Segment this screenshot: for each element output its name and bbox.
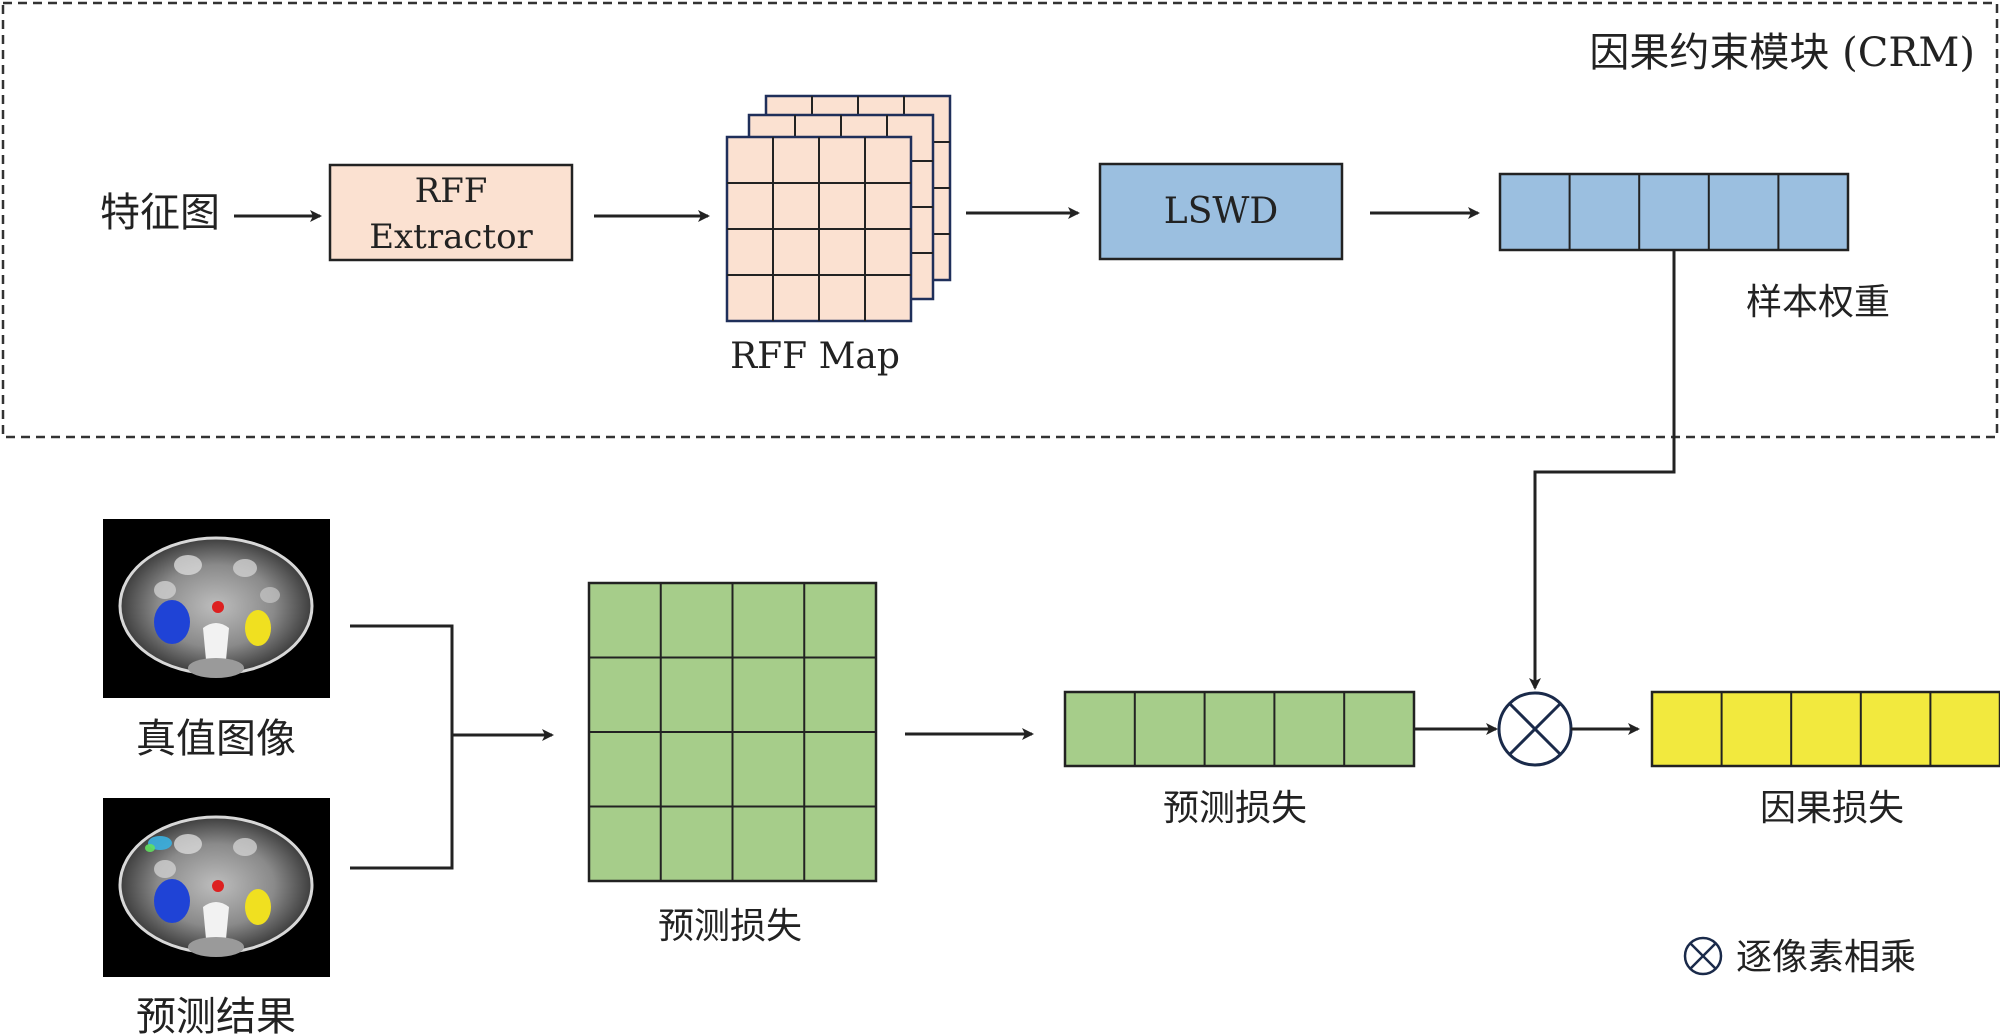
module-title: 因果约束模块 (CRM) [1589, 30, 1975, 76]
rff-extractor-line2: Extractor [369, 217, 533, 257]
causal-loss-label: 因果损失 [1760, 788, 1904, 829]
rff-map-stack [725, 94, 952, 323]
ground-truth-image [103, 519, 330, 698]
crm-module-border [1, 1, 1999, 439]
lswd-box: LSWD [1098, 162, 1344, 261]
legend-label: 逐像素相乘 [1736, 937, 1916, 978]
prediction-image [103, 798, 330, 977]
sample-weight-label: 样本权重 [1746, 282, 1890, 323]
lswd-label: LSWD [1164, 191, 1278, 232]
rff-map-layer-front [725, 135, 913, 323]
prediction-label: 预测结果 [136, 994, 296, 1034]
loss-vector [1063, 690, 1416, 768]
merge-bracket [350, 624, 454, 870]
loss-map-grid [587, 581, 878, 883]
rff-extractor-line1: RFF [415, 171, 488, 211]
legend: 逐像素相乘 [1683, 936, 1916, 978]
rff-map-label: RFF Map [730, 336, 900, 377]
feature-map-label: 特征图 [100, 190, 220, 236]
circled-x-icon [1683, 936, 1723, 976]
ground-truth-label: 真值图像 [136, 716, 296, 762]
causal-loss-vector [1650, 690, 2000, 768]
loss-map-label: 预测损失 [658, 906, 802, 947]
rff-extractor-box: RFF Extractor [328, 163, 574, 262]
circled-x-icon [1497, 691, 1573, 767]
sample-weight-vector [1498, 172, 1850, 252]
connector-weight-to-multiply [1529, 250, 1676, 690]
loss-vector-label: 预测损失 [1163, 788, 1307, 829]
